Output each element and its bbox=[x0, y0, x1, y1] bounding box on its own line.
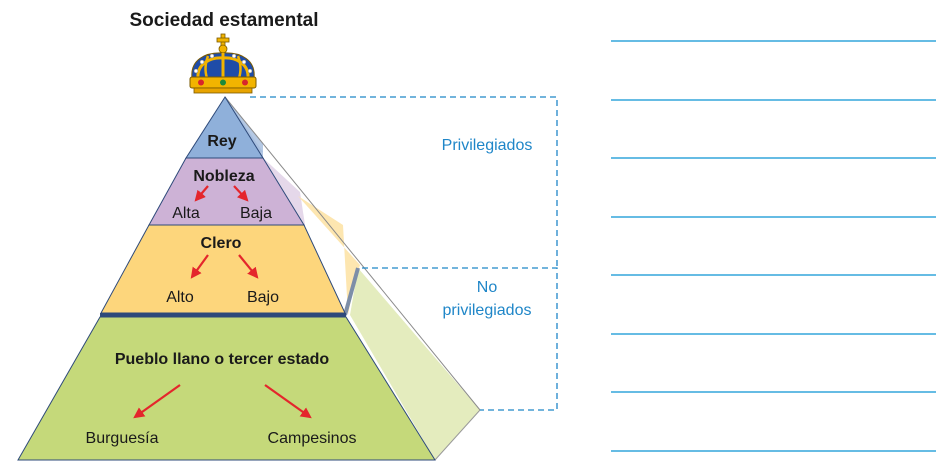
crown-icon bbox=[189, 33, 257, 94]
red-arrow-icon bbox=[233, 185, 249, 202]
privilegiados-bracket bbox=[250, 96, 558, 268]
no-privilegiados-bracket bbox=[362, 267, 558, 411]
pueblo-subgroup-campesinos: Campesinos bbox=[268, 430, 357, 447]
level-pueblo-face bbox=[17, 316, 436, 461]
red-arrow-icon bbox=[190, 254, 209, 279]
level-pueblo-label: Pueblo llano o tercer estado bbox=[115, 351, 330, 368]
clero-subgroup-bajo: Bajo bbox=[247, 289, 279, 306]
level-nobleza-label: Nobleza bbox=[193, 168, 254, 185]
group-label-privilegiados: Privilegiados bbox=[442, 137, 533, 154]
pyramid-front bbox=[17, 96, 436, 461]
red-arrow-icon bbox=[264, 384, 312, 419]
red-arrow-icon bbox=[194, 185, 209, 202]
pueblo-subgroup-burguesia: Burguesía bbox=[86, 430, 159, 447]
level-clero-label: Clero bbox=[201, 235, 242, 252]
red-arrow-icon bbox=[133, 384, 181, 419]
answer-lines bbox=[611, 40, 936, 452]
group-label-no-privilegiados-line1: No bbox=[477, 279, 498, 296]
clero-pueblo-divider bbox=[100, 313, 346, 317]
nobleza-subgroup-alta: Alta bbox=[172, 205, 200, 222]
level-rey-label: Rey bbox=[207, 133, 236, 150]
diagram-title: Sociedad estamental bbox=[129, 10, 318, 31]
nobleza-subgroup-baja: Baja bbox=[240, 205, 272, 222]
red-arrow-icon bbox=[238, 254, 259, 279]
clero-subgroup-alto: Alto bbox=[166, 289, 194, 306]
group-label-no-privilegiados-line2: privilegiados bbox=[443, 302, 532, 319]
